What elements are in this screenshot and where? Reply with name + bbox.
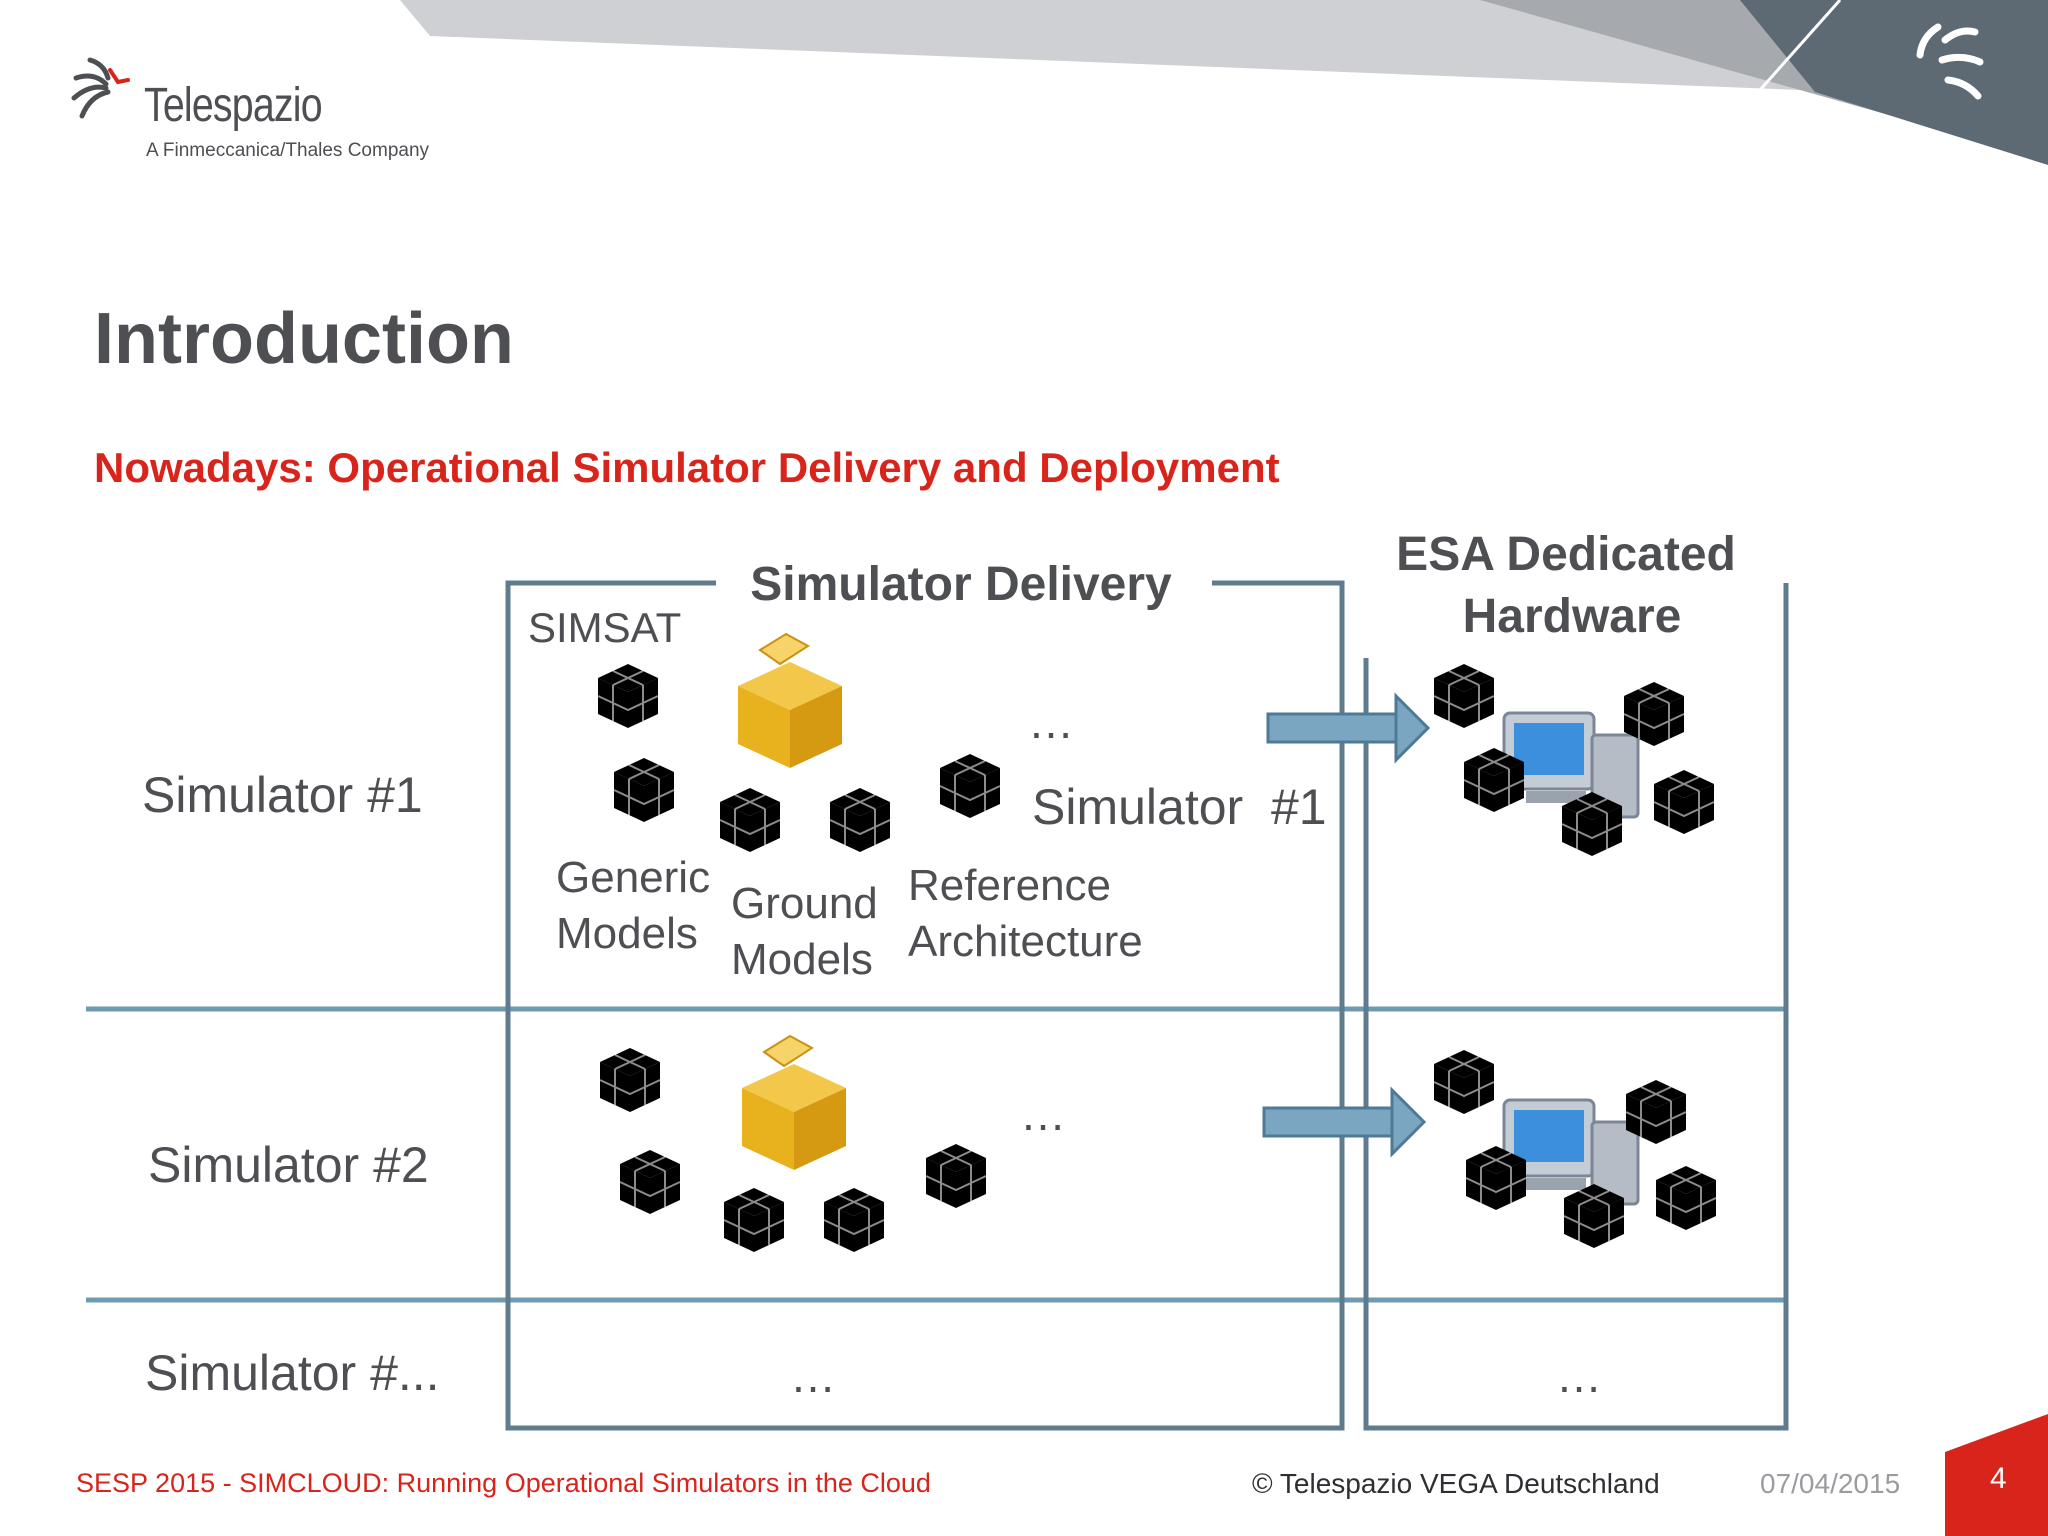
cube-icon	[829, 787, 891, 853]
row-label-3: Simulator #...	[145, 1345, 440, 1401]
generic-models-label-2: Models	[556, 909, 698, 958]
footer-copyright: © Telespazio VEGA Deutschland	[1252, 1468, 1660, 1499]
cube-icon	[1655, 1165, 1717, 1231]
cube-icon	[823, 1187, 885, 1253]
generic-models-label-1: Generic	[556, 853, 710, 902]
page-title: Introduction	[94, 299, 514, 379]
row-label-2: Simulator #2	[148, 1137, 429, 1193]
page-number: 4	[1990, 1462, 2007, 1495]
logo-wordmark: Telespazio	[144, 79, 323, 132]
cube-icon	[597, 663, 659, 729]
delivery-diagram: Simulator Delivery ESA Dedicated Hardwar…	[86, 528, 1789, 1431]
page-number-badge	[1945, 1414, 2048, 1536]
arrow-right-icon	[1266, 694, 1430, 762]
cube-icon	[619, 1149, 681, 1215]
simulator-label: Simulator #1	[1032, 779, 1327, 835]
hardware-heading-line2: Hardware	[1463, 590, 1682, 643]
footer-date: 07/04/2015	[1760, 1468, 1901, 1499]
ellipsis-text: …	[1028, 696, 1074, 748]
row-label-1: Simulator #1	[142, 767, 423, 823]
ground-models-label-2: Models	[731, 935, 873, 984]
computer-icon	[1502, 711, 1640, 819]
ellipsis-text: …	[1020, 1088, 1066, 1140]
cube-icon	[1653, 769, 1715, 835]
cube-icon	[1433, 663, 1495, 729]
cube-icon	[1433, 1049, 1495, 1115]
footer-event: SESP 2015 - SIMCLOUD: Running Operationa…	[76, 1468, 931, 1498]
reference-arch-label-1: Reference	[908, 861, 1111, 910]
page-subtitle: Nowadays: Operational Simulator Delivery…	[94, 444, 1280, 491]
simsat-label: SIMSAT	[528, 604, 681, 651]
hardware-frame	[1363, 583, 1789, 1431]
cube-icon	[723, 1187, 785, 1253]
ellipsis-text: …	[1556, 1350, 1602, 1402]
header-swirl-icon	[1916, 23, 1984, 100]
cube-icon	[925, 1143, 987, 1209]
cube-icon	[719, 787, 781, 853]
delivery-heading: Simulator Delivery	[750, 558, 1172, 611]
cube-icon	[939, 753, 1001, 819]
header-banner	[400, 0, 2048, 165]
telespazio-logo-icon	[71, 57, 130, 119]
reference-arch-label-2: Architecture	[908, 917, 1143, 966]
cube-icon	[599, 1047, 661, 1113]
cube-icon	[613, 757, 675, 823]
ellipsis-text: …	[790, 1350, 836, 1402]
ground-models-label-1: Ground	[731, 879, 878, 928]
package-box-icon	[741, 1035, 847, 1171]
delivery-frame	[505, 580, 1345, 1431]
logo-tagline: A Finmeccanica/Thales Company	[146, 140, 430, 161]
package-box-icon	[737, 633, 843, 769]
hardware-heading-line1: ESA Dedicated	[1396, 528, 1736, 581]
